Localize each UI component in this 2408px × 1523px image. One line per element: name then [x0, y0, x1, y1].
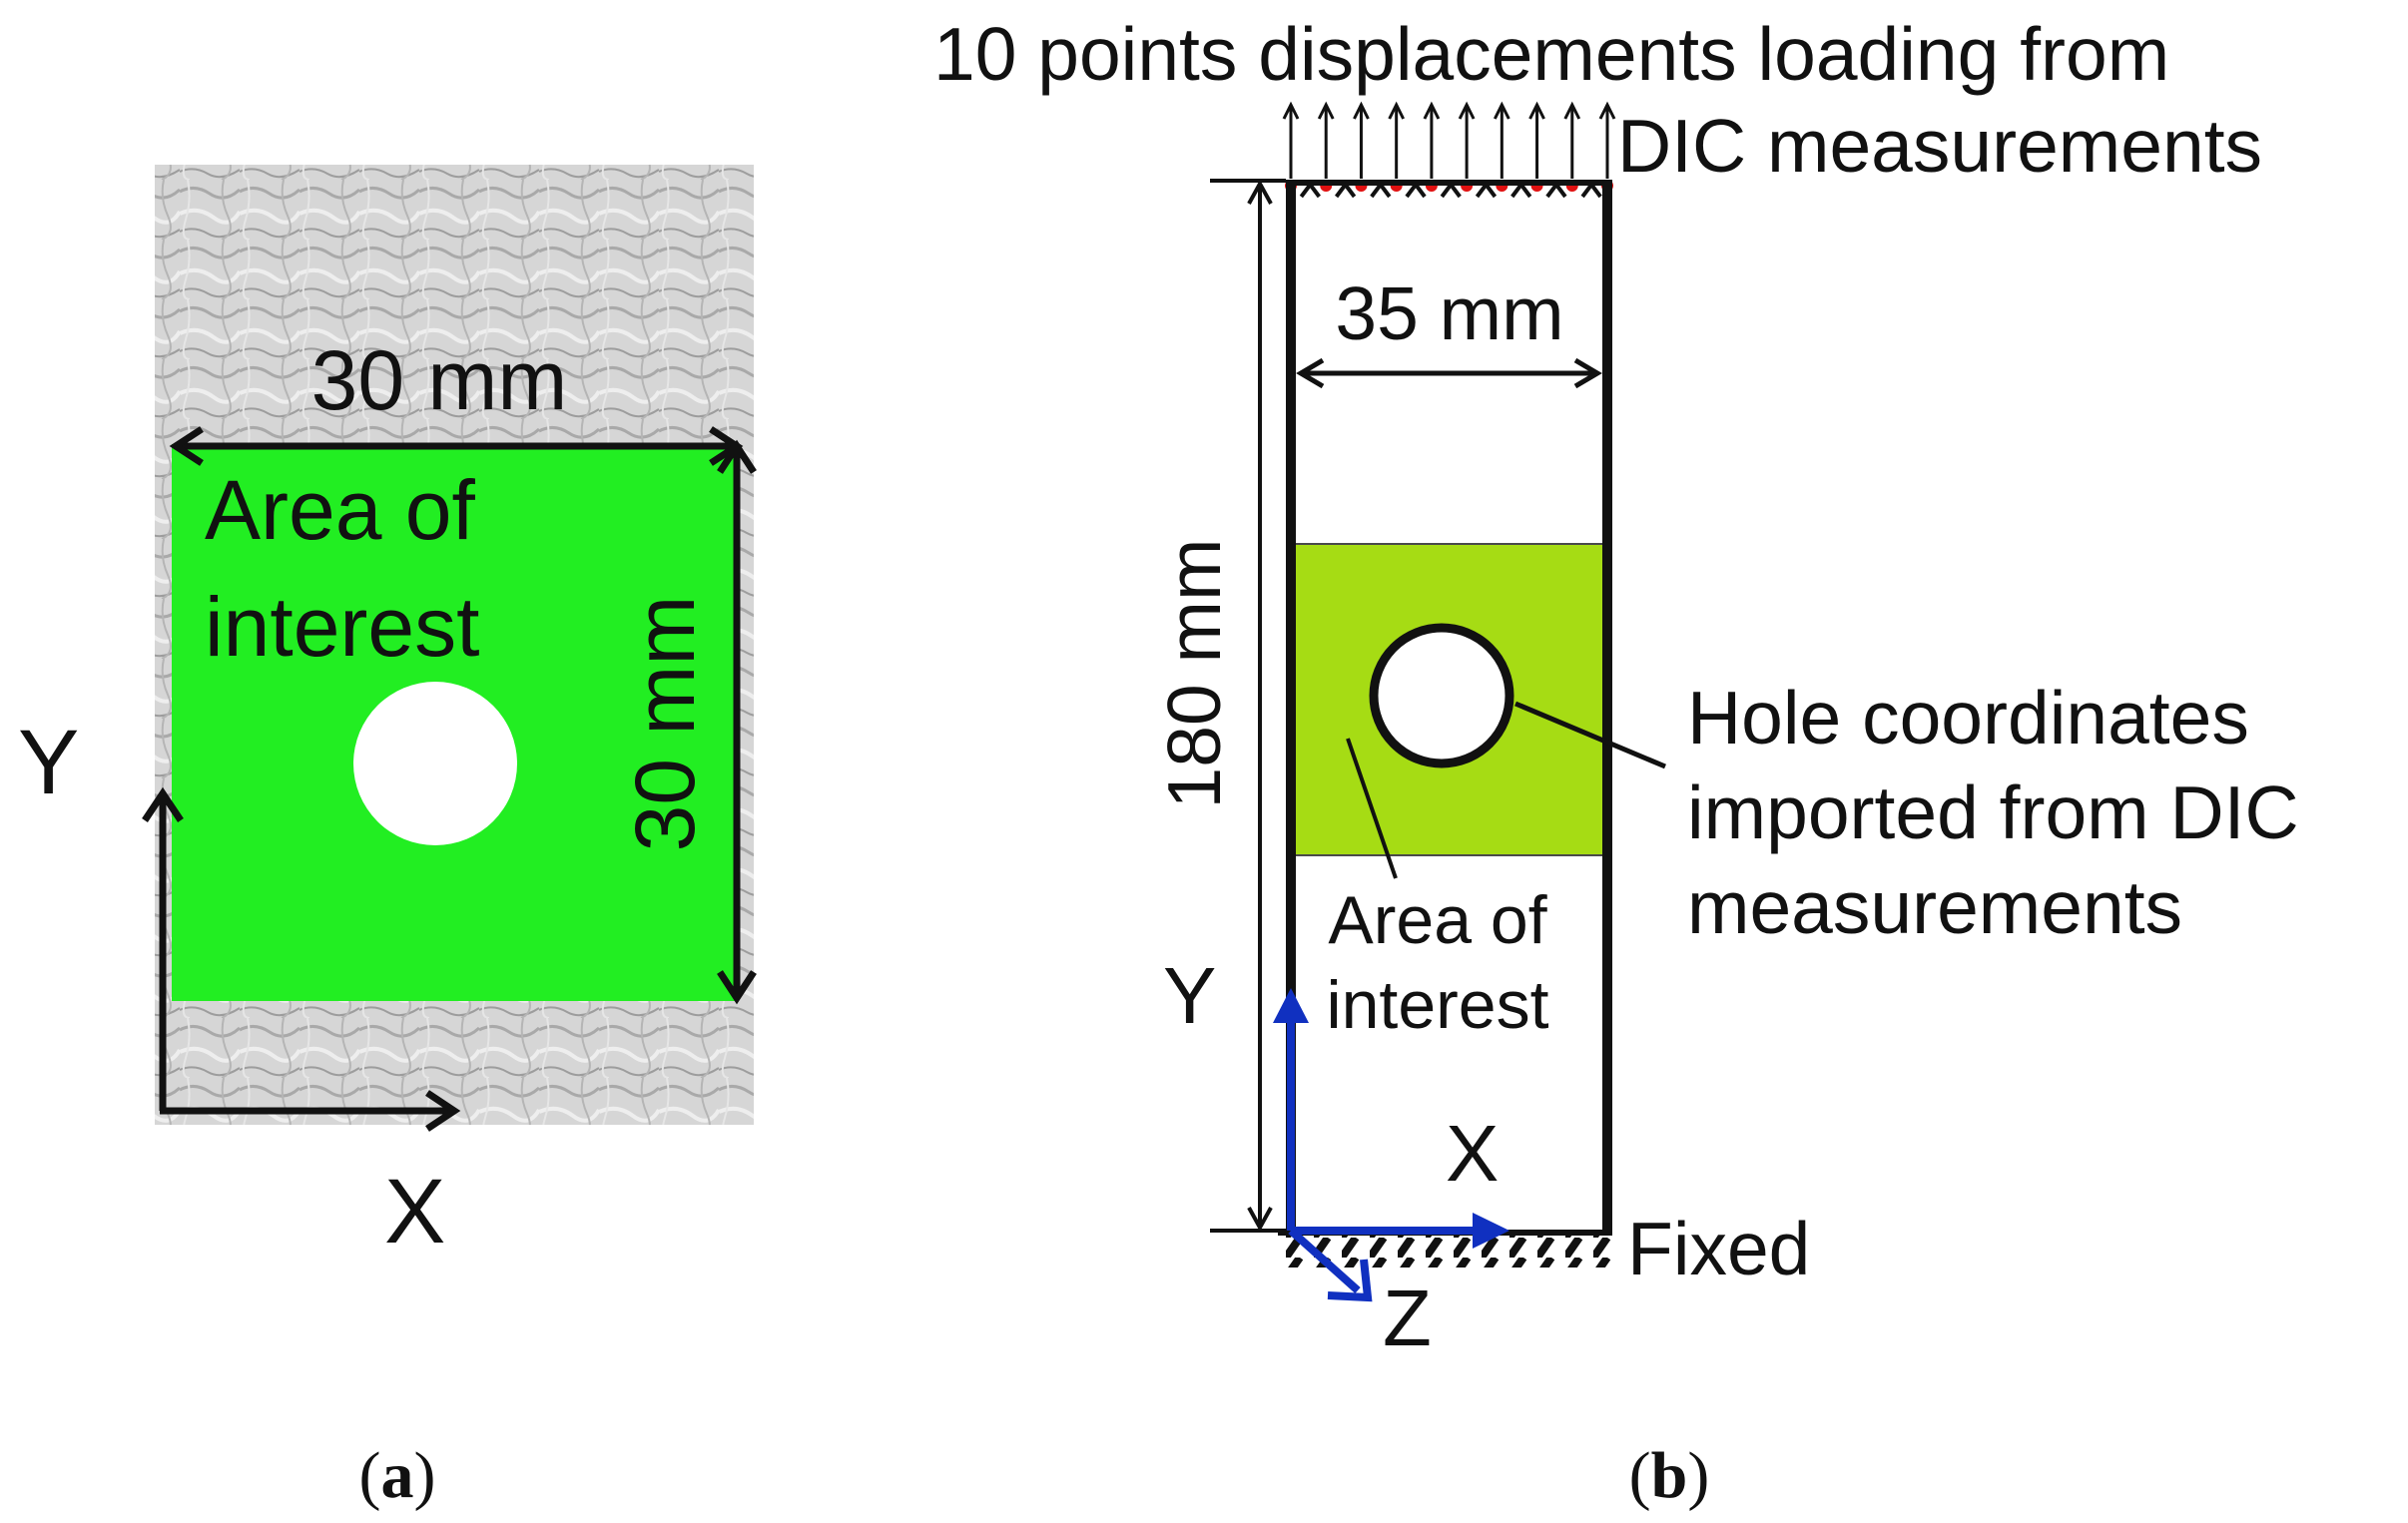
- load-label-line2: DIC measurements: [1617, 104, 2262, 188]
- width-arrowhead-left: [169, 426, 204, 466]
- load-edge-marker: [1370, 181, 1392, 199]
- load-arrowhead: [1493, 101, 1510, 120]
- panel-b: 10 points displacements loading from DIC…: [933, 12, 2299, 1512]
- load-edge-marker: [1510, 181, 1532, 199]
- length-arrowhead-top: [1247, 179, 1273, 205]
- panel-a: 30 mm 30 mm Area of interest Y X (a): [18, 165, 757, 1512]
- axis-x-arrowhead: [1473, 1213, 1509, 1249]
- axis-z-label: Z: [1383, 1273, 1432, 1362]
- height-arrowhead-top: [717, 439, 757, 474]
- hole: [1369, 623, 1514, 768]
- axis-y-arrowhead: [1273, 988, 1309, 1023]
- load-arrowhead: [1388, 101, 1406, 120]
- caption-a: (a): [359, 1439, 436, 1512]
- width-arrowhead-left: [1296, 357, 1325, 389]
- axis-z-line: [1288, 1228, 1361, 1293]
- height-arrowhead-bottom: [717, 970, 757, 1005]
- load-edge-marker: [1334, 181, 1357, 199]
- area-leader-line: [1346, 738, 1398, 879]
- length-label: 180 mm: [1152, 539, 1236, 809]
- area-label-line2: interest: [1327, 967, 1549, 1043]
- load-edge-marker: [1475, 181, 1498, 199]
- load-arrowhead: [1282, 101, 1300, 120]
- load-arrowhead: [1528, 101, 1545, 120]
- caption-b: (b): [1629, 1439, 1710, 1512]
- load-arrowhead: [1423, 101, 1441, 120]
- hole: [353, 682, 517, 845]
- load-edge-marker: [1580, 181, 1602, 199]
- area-label-line1: Area of: [205, 463, 475, 557]
- height-label: 30 mm: [618, 596, 712, 852]
- load-edge-marker: [1440, 181, 1462, 199]
- load-edge-marker: [1405, 181, 1427, 199]
- axis-x-label: X: [384, 1161, 445, 1263]
- load-arrowhead: [1317, 101, 1335, 120]
- area-label-line1: Area of: [1328, 882, 1546, 958]
- axis-x-arrowhead: [425, 1090, 461, 1132]
- hole-leader-line: [1514, 701, 1666, 769]
- fixed-support-hatch: [1283, 1236, 1612, 1268]
- axis-z-arrowhead: [1327, 1259, 1373, 1302]
- load-edge-marker: [1545, 181, 1567, 199]
- load-arrowhead: [1598, 101, 1616, 120]
- area-label-line2: interest: [205, 580, 479, 674]
- axis-y-arrowhead: [142, 786, 184, 822]
- axis-x-label: X: [1446, 1109, 1499, 1198]
- axis-y-label: Y: [18, 712, 79, 813]
- load-arrowhead: [1458, 101, 1476, 120]
- fixed-label: Fixed: [1627, 1207, 1810, 1290]
- hole-label-line2: imported from DIC: [1687, 770, 2299, 854]
- axis-y-label: Y: [1163, 951, 1216, 1040]
- width-label: 30 mm: [311, 333, 568, 427]
- width-arrowhead-right: [1573, 357, 1602, 389]
- load-arrowhead: [1353, 101, 1370, 120]
- length-arrowhead-bottom: [1247, 1207, 1273, 1233]
- hole-label-line3: measurements: [1687, 865, 2182, 949]
- load-label-line1: 10 points displacements loading from: [933, 12, 2169, 96]
- hole-label-line1: Hole coordinates: [1687, 676, 2249, 760]
- width-label: 35 mm: [1335, 271, 1563, 355]
- load-edge-marker: [1299, 181, 1321, 199]
- load-arrowhead: [1563, 101, 1581, 120]
